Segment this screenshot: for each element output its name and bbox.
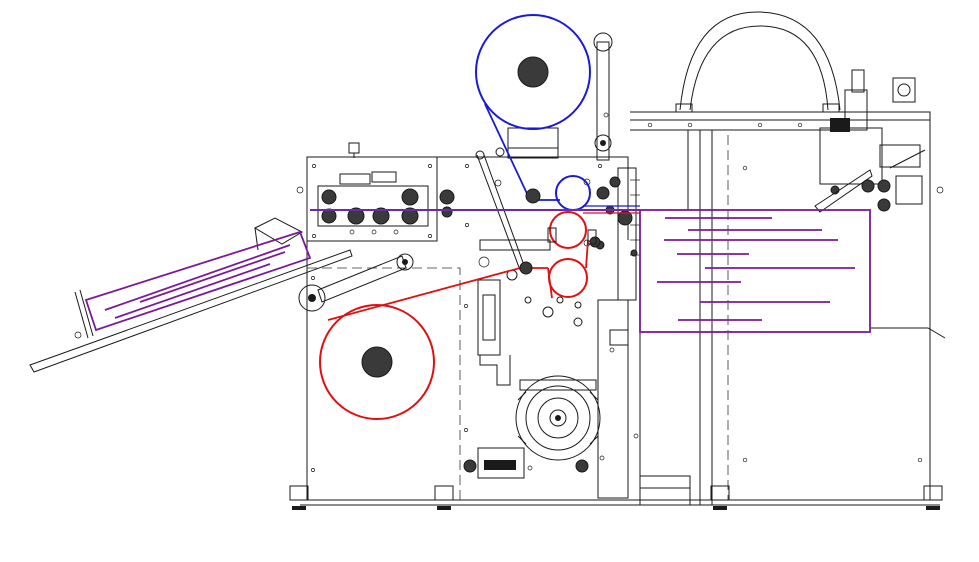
right-frame [630, 111, 946, 510]
upper-roll [475, 14, 610, 211]
dancer-arm [475, 147, 583, 386]
input-stack [84, 230, 312, 332]
overhead-hose [675, 11, 841, 113]
upper-mount [507, 32, 613, 161]
cutter-head [814, 69, 926, 213]
center-column [583, 167, 640, 499]
stacker [639, 209, 871, 333]
input-tray [29, 217, 414, 373]
feed-rollers [317, 171, 455, 235]
laminated-web [310, 205, 640, 214]
left-frame [289, 142, 640, 510]
lower-roll [319, 211, 601, 420]
drive-motor [463, 375, 605, 479]
